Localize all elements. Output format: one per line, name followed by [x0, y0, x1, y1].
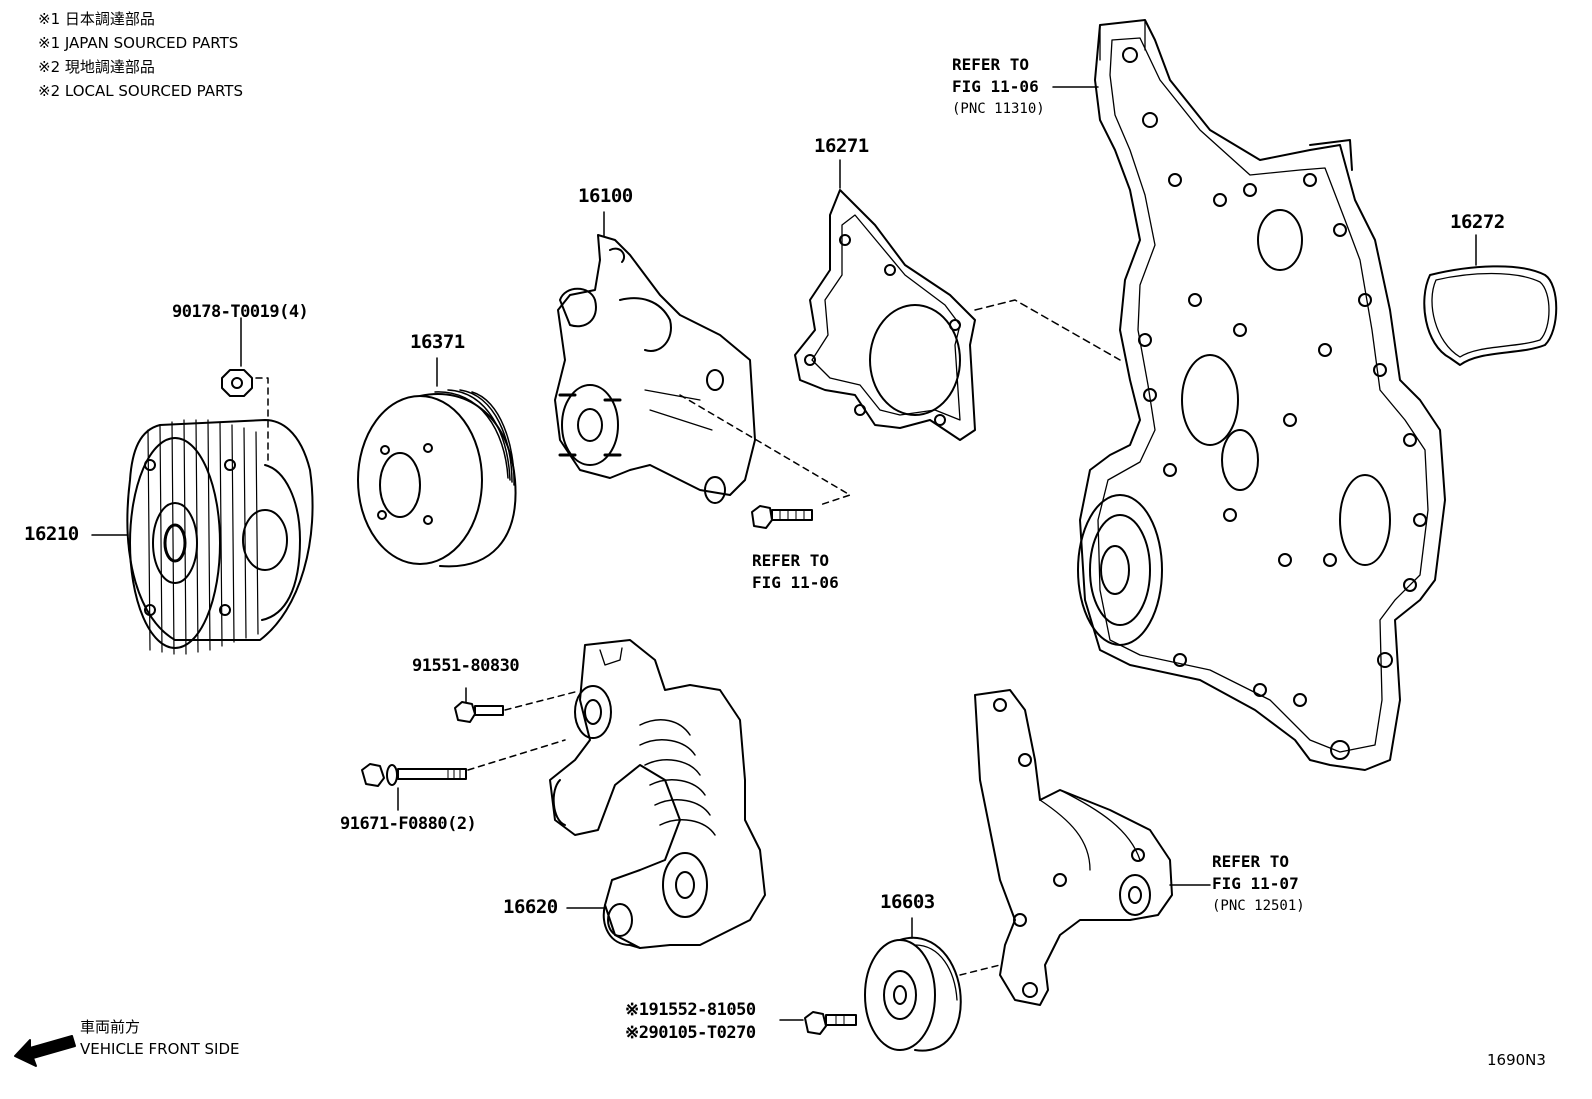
bolt-pump — [751, 505, 813, 529]
ref-bracket-line3: (PNC 12501) — [1212, 898, 1305, 914]
bolt-91671 — [361, 739, 566, 811]
ref-top-line2: FIG 11-06 — [952, 77, 1039, 96]
vehicle-front-en: VEHICLE FRONT SIDE — [80, 1040, 240, 1058]
note-local-en: ※2 LOCAL SOURCED PARTS — [38, 82, 243, 100]
ref-pump[interactable]: REFER TO FIG 11-06 — [752, 550, 839, 594]
seal-16272 — [1423, 265, 1558, 366]
water-pump-16100 — [554, 234, 851, 506]
part-label-16272[interactable]: 16272 — [1450, 211, 1505, 233]
nut-90178 — [221, 317, 269, 461]
front-arrow-icon — [14, 1035, 76, 1067]
bracket — [959, 689, 1211, 1006]
part-label-91551[interactable]: 91551-80830 — [412, 656, 520, 676]
leader-lines — [91, 86, 1477, 939]
timing-cover — [1077, 19, 1446, 771]
part-label-16100[interactable]: 16100 — [578, 185, 633, 207]
ref-pump-line1: REFER TO — [752, 551, 830, 570]
vehicle-front-label: 車両前方 VEHICLE FRONT SIDE — [80, 1016, 240, 1060]
part-label-16210[interactable]: 16210 — [24, 523, 79, 545]
ref-top[interactable]: REFER TO FIG 11-06 (PNC 11310) — [952, 54, 1045, 120]
vehicle-front-jp: 車両前方 — [80, 1018, 141, 1036]
note-local-jp: ※2 現地調達部品 — [38, 58, 155, 76]
ref-top-line1: REFER TO — [952, 55, 1030, 74]
part-label-91552[interactable]: ※191552-81050 — [625, 1000, 756, 1020]
note-japan-en: ※1 JAPAN SOURCED PARTS — [38, 34, 239, 52]
ref-top-line3: (PNC 11310) — [952, 101, 1045, 117]
tensioner-16620 — [549, 639, 766, 949]
part-label-16371[interactable]: 16371 — [410, 331, 465, 353]
pulley-16371 — [357, 389, 517, 568]
ref-pump-line2: FIG 11-06 — [752, 573, 839, 592]
ref-bracket[interactable]: REFER TO FIG 11-07 (PNC 12501) — [1212, 851, 1305, 917]
ref-bracket-line1: REFER TO — [1212, 852, 1290, 871]
diagram-code: 1690N3 — [1487, 1051, 1546, 1069]
ref-bracket-line2: FIG 11-07 — [1212, 874, 1299, 893]
part-label-16271[interactable]: 16271 — [814, 135, 869, 157]
idler-pulley-16603 — [864, 936, 962, 1052]
gasket-16271 — [794, 189, 1121, 441]
part-label-91671[interactable]: 91671-F0880(2) — [340, 814, 477, 834]
fan-clutch-16210 — [126, 419, 314, 655]
part-label-90178[interactable]: 90178-T0019(4) — [172, 302, 309, 322]
bolt-91552 — [779, 1011, 857, 1035]
bolt-91551 — [454, 687, 576, 723]
part-label-16603[interactable]: 16603 — [880, 891, 935, 913]
part-label-90105[interactable]: ※290105-T0270 — [625, 1023, 756, 1043]
part-label-16620[interactable]: 16620 — [503, 896, 558, 918]
note-japan-jp: ※1 日本調達部品 — [38, 10, 155, 28]
